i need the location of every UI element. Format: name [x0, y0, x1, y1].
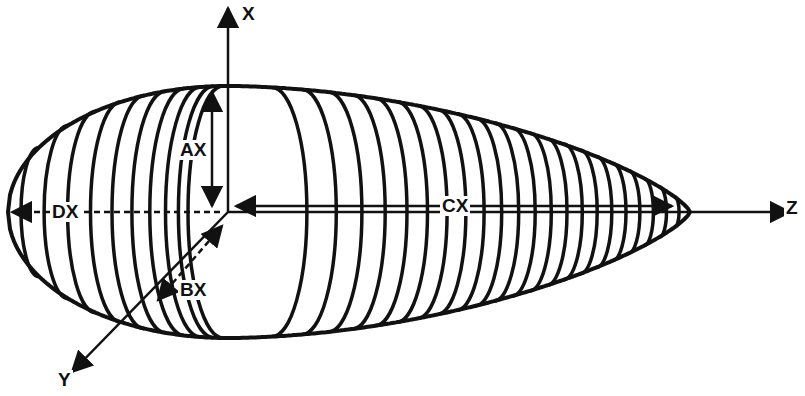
- x-axis: [227, 8, 230, 212]
- axis-label: DX: [50, 202, 80, 222]
- d-dimension: [12, 211, 220, 214]
- y-axis: [72, 212, 228, 372]
- axis-label: CX: [440, 196, 470, 216]
- axis-label: BX: [178, 280, 208, 300]
- b-dimension: [158, 226, 222, 300]
- z-axis: [228, 211, 790, 214]
- axis-label: Y: [56, 370, 73, 390]
- axis-label: X: [240, 4, 257, 24]
- axis-label: AX: [178, 140, 208, 160]
- a-dimension: [211, 92, 214, 206]
- axis-label: Z: [784, 198, 800, 218]
